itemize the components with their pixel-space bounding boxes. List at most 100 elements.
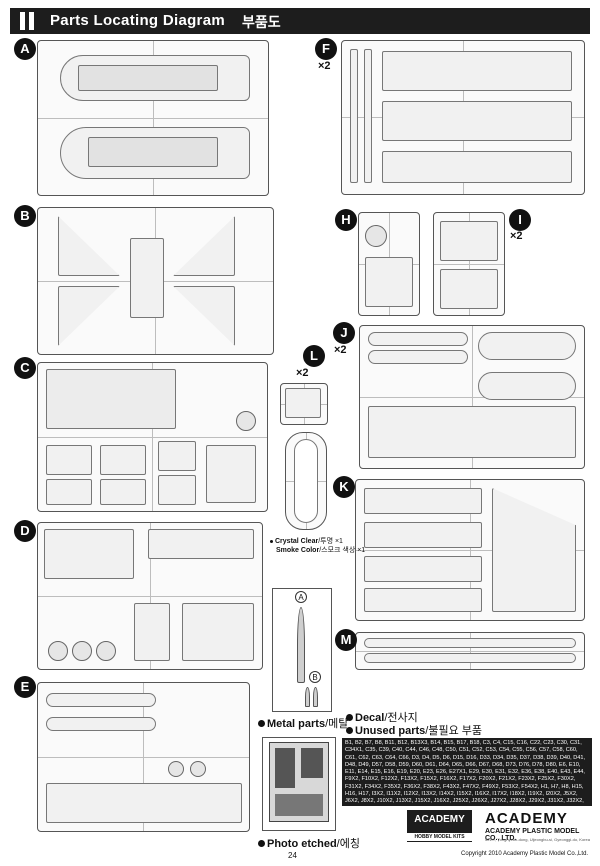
panel-part	[182, 603, 254, 661]
parts-group	[382, 51, 572, 91]
metal-part-b-label: B	[309, 671, 321, 683]
page-header: Parts Locating Diagram 부품도	[10, 8, 590, 34]
sprue-badge-e: E	[14, 676, 36, 698]
intake-part	[364, 588, 482, 612]
academy-logo: ACADEMY	[485, 810, 568, 827]
sprue-a	[37, 40, 269, 196]
parts-group	[206, 445, 256, 503]
sprue-badge-k: K	[333, 476, 355, 498]
sprue-badge-j: J	[333, 322, 355, 344]
pe-part	[301, 748, 323, 778]
fin-part	[492, 488, 576, 612]
page-title-korean: 부품도	[242, 14, 281, 30]
sprue-m	[355, 632, 585, 670]
sprue-badge-m: M	[335, 629, 357, 651]
sprue-f-multiplier: ×2	[318, 60, 331, 72]
unused-parts-label: Unused parts/불필요 부품	[346, 722, 482, 738]
sprue-i-multiplier: ×2	[510, 230, 523, 242]
fuselage-detail-part	[78, 65, 218, 91]
canopy-part	[294, 439, 318, 523]
wing-part	[173, 216, 235, 276]
intake-part	[364, 522, 482, 548]
panel-part	[158, 475, 196, 505]
sprue-e	[37, 682, 250, 832]
company-name: ACADEMY PLASTIC MODEL CO., LTD.	[485, 828, 580, 842]
fuel-tank-part	[478, 332, 576, 360]
missile-part	[364, 49, 372, 183]
wheel-part	[365, 225, 387, 247]
tank-part	[46, 717, 156, 731]
missile-part	[368, 350, 468, 364]
unused-parts-list: B1, B2, B7, B8, B11, B12, B13X3, B14, B1…	[342, 738, 592, 806]
metal-parts-label: Metal parts/메탈	[258, 715, 348, 731]
photo-etched-label: Photo etched/에칭	[258, 835, 360, 851]
fuselage-detail-part	[88, 137, 218, 167]
sprue-badge-h: H	[335, 209, 357, 231]
header-bar-icon	[20, 12, 25, 30]
sprue-badge-f: F	[315, 38, 337, 60]
copyright-text: Copyright 2010 Academy Plastic Model Co.…	[461, 851, 589, 857]
probe-part	[305, 687, 310, 707]
pe-part	[275, 748, 295, 788]
intake-part	[364, 556, 482, 582]
sprue-badge-c: C	[14, 357, 36, 379]
sprue-j	[359, 325, 585, 469]
photo-etched-box	[262, 737, 336, 831]
sprue-badge-d: D	[14, 520, 36, 542]
wheel-part	[72, 641, 92, 661]
pitot-tube-part	[297, 607, 305, 683]
sprue-l-canopy	[285, 432, 327, 530]
wheel-part	[190, 761, 206, 777]
crystal-clear-note: Crystal Clear/투명 ×1	[270, 536, 343, 546]
panel-part	[46, 445, 92, 475]
sprue-badge-a: A	[14, 38, 36, 60]
sprue-badge-l: L	[303, 345, 325, 367]
sprue-j-multiplier: ×2	[334, 344, 347, 356]
parts-group	[382, 101, 572, 141]
pe-part	[275, 794, 323, 816]
sprue-h	[358, 212, 420, 316]
sprue-l-upper	[280, 383, 328, 425]
panel-part	[100, 445, 146, 475]
pylon-part	[134, 603, 170, 661]
small-parts-group	[130, 238, 164, 318]
wheel-part	[236, 411, 256, 431]
sprue-l-multiplier: ×2	[296, 367, 309, 379]
sprue-c	[37, 362, 268, 512]
cockpit-parts-group	[46, 369, 176, 429]
missile-part	[350, 49, 358, 183]
intake-part	[364, 488, 482, 514]
decal-label: Decal/전사지	[346, 709, 418, 725]
hobby-model-kits-text: HOBBY MODEL KITS	[407, 833, 472, 841]
rail-part	[364, 653, 576, 663]
sprue-d	[37, 522, 263, 670]
panel-part	[100, 479, 146, 505]
panel-part	[46, 479, 92, 505]
smoke-color-note: Smoke Color/스모크 색상 ×1	[276, 547, 366, 554]
brand-block: ACADEMY HOBBY MODEL KITS ACADEMY ACADEMY…	[407, 810, 592, 852]
canopy-frame-part	[148, 529, 254, 559]
page-number: 24	[288, 851, 297, 860]
tank-part	[46, 693, 156, 707]
sprue-b	[37, 207, 274, 355]
company-address: 521-7, Yonghyeon-dong, Uijeongbu-si, Gye…	[485, 837, 590, 842]
parts-group	[46, 783, 242, 823]
parts-group	[365, 257, 413, 307]
fuel-tank-part	[478, 372, 576, 400]
probe-part	[313, 687, 318, 707]
sprue-f	[341, 40, 585, 195]
wing-part	[58, 286, 120, 346]
wheel-part	[96, 641, 116, 661]
academy-box-logo: ACADEMY HOBBY MODEL KITS	[407, 810, 472, 842]
parts-group	[44, 529, 134, 579]
sprue-i	[433, 212, 505, 316]
page-title: Parts Locating Diagram	[50, 12, 225, 29]
wheel-part	[48, 641, 68, 661]
parts-group	[440, 269, 498, 309]
parts-group	[382, 151, 572, 183]
small-parts-group	[285, 388, 321, 418]
sprue-badge-i: I	[509, 209, 531, 231]
parts-group	[440, 221, 498, 261]
wheel-part	[168, 761, 184, 777]
missile-part	[368, 332, 468, 346]
